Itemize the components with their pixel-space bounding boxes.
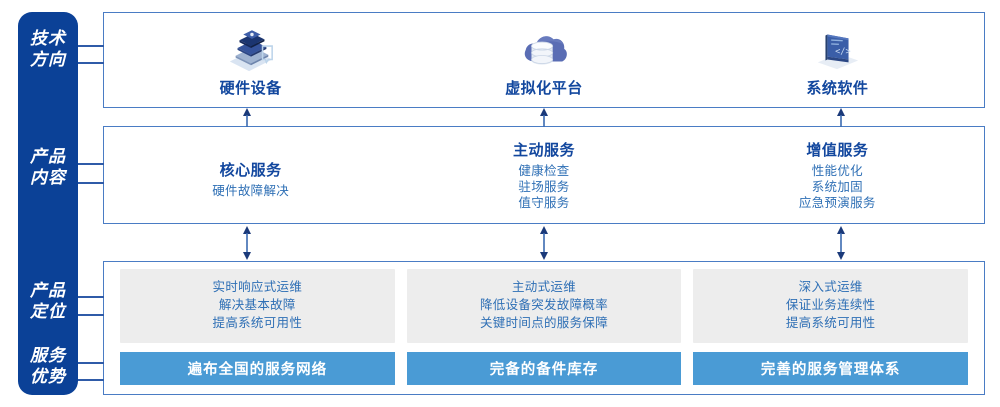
rail-label-line: 服务	[30, 346, 66, 365]
tech-item-virtualization[interactable]: 虚拟化平台	[397, 13, 690, 107]
bottom-item-proactive[interactable]: 主动式运维 降低设备突发故障概率 关键时间点的服务保障 完备的备件库存	[401, 262, 688, 394]
bottom-item-deep[interactable]: 深入式运维 保证业务连续性 提高系统可用性 完善的服务管理体系	[687, 262, 974, 394]
tech-item-label: 虚拟化平台	[505, 79, 583, 97]
laptop-code-icon: </>	[806, 23, 868, 73]
content-item-proactive-service[interactable]: 主动服务 健康检查 驻场服务 值守服务	[397, 127, 690, 223]
content-item-title: 主动服务	[512, 142, 575, 159]
svg-text:</>: </>	[835, 46, 851, 56]
advantage-bar[interactable]: 完备的备件库存	[406, 352, 682, 385]
rail-label-line: 方向	[30, 50, 66, 69]
tech-direction-section: 硬件设备 虚拟化平台	[103, 12, 985, 108]
rail-label-product-content: 产品 内容	[18, 146, 78, 188]
connector-line	[78, 379, 104, 381]
position-line: 保证业务连续性	[785, 298, 876, 312]
content-item-line: 系统加固	[811, 180, 863, 194]
position-line: 深入式运维	[798, 280, 863, 294]
content-item-line: 健康检查	[518, 164, 570, 178]
arrow-double-value-added	[834, 226, 848, 265]
connector-line	[78, 314, 104, 316]
rail-label-line: 产品	[30, 281, 66, 300]
server-stack-icon	[220, 23, 282, 73]
rail-label-product-position: 产品 定位	[18, 280, 78, 322]
connector-line	[78, 296, 104, 298]
rail-label-line: 技术	[30, 29, 66, 48]
tech-item-label: 硬件设备	[219, 79, 282, 97]
position-box: 主动式运维 降低设备突发故障概率 关键时间点的服务保障	[406, 269, 682, 343]
content-item-line: 性能优化	[811, 164, 863, 178]
advantage-bar[interactable]: 完善的服务管理体系	[693, 352, 969, 385]
content-item-line: 值守服务	[518, 196, 570, 210]
content-item-core-service[interactable]: 核心服务 硬件故障解决	[104, 127, 397, 223]
rail-label-service-advantage: 服务 优势	[18, 345, 78, 387]
position-line: 降低设备突发故障概率	[480, 298, 609, 312]
rail-label-line: 内容	[30, 168, 66, 187]
position-line: 解决基本故障	[218, 298, 296, 312]
cloud-database-icon	[513, 23, 575, 73]
rail-label-line: 产品	[30, 147, 66, 166]
position-line: 关键时间点的服务保障	[480, 316, 609, 330]
content-item-title: 核心服务	[219, 162, 282, 179]
arrow-up-system-software	[834, 108, 848, 132]
connector-line	[78, 62, 104, 64]
left-rail	[18, 12, 78, 395]
arrow-up-hardware	[240, 108, 254, 132]
connector-line	[78, 45, 104, 47]
arrow-double-core	[240, 226, 254, 265]
content-item-line: 应急预演服务	[798, 196, 876, 210]
tech-item-hardware[interactable]: 硬件设备	[104, 13, 397, 107]
arrow-double-proactive	[537, 226, 551, 265]
product-content-section: 核心服务 硬件故障解决 主动服务 健康检查 驻场服务 值守服务 增值服务 性能优…	[103, 126, 985, 224]
tech-item-label: 系统软件	[806, 79, 869, 97]
connector-line	[78, 362, 104, 364]
position-line: 提高系统可用性	[212, 316, 303, 330]
content-item-value-added-service[interactable]: 增值服务 性能优化 系统加固 应急预演服务	[691, 127, 984, 223]
rail-label-line: 优势	[30, 367, 66, 386]
product-position-section: 实时响应式运维 解决基本故障 提高系统可用性 遍布全国的服务网络 主动式运维 降…	[103, 261, 985, 395]
rail-label-tech-direction: 技术 方向	[18, 28, 78, 70]
content-item-title: 增值服务	[806, 142, 869, 159]
position-box: 实时响应式运维 解决基本故障 提高系统可用性	[120, 269, 395, 343]
arrow-up-virtualization	[537, 108, 551, 132]
tech-item-system-software[interactable]: </> 系统软件	[691, 13, 984, 107]
connector-line	[78, 163, 104, 165]
position-line: 提高系统可用性	[785, 316, 876, 330]
bottom-item-realtime[interactable]: 实时响应式运维 解决基本故障 提高系统可用性 遍布全国的服务网络	[114, 262, 401, 394]
content-item-line: 驻场服务	[518, 180, 570, 194]
position-box: 深入式运维 保证业务连续性 提高系统可用性	[693, 269, 969, 343]
position-line: 主动式运维	[512, 280, 577, 294]
connector-line	[78, 182, 104, 184]
rail-label-line: 定位	[30, 302, 66, 321]
advantage-bar[interactable]: 遍布全国的服务网络	[120, 352, 395, 385]
position-line: 实时响应式运维	[212, 280, 303, 294]
content-item-line: 硬件故障解决	[212, 184, 290, 198]
